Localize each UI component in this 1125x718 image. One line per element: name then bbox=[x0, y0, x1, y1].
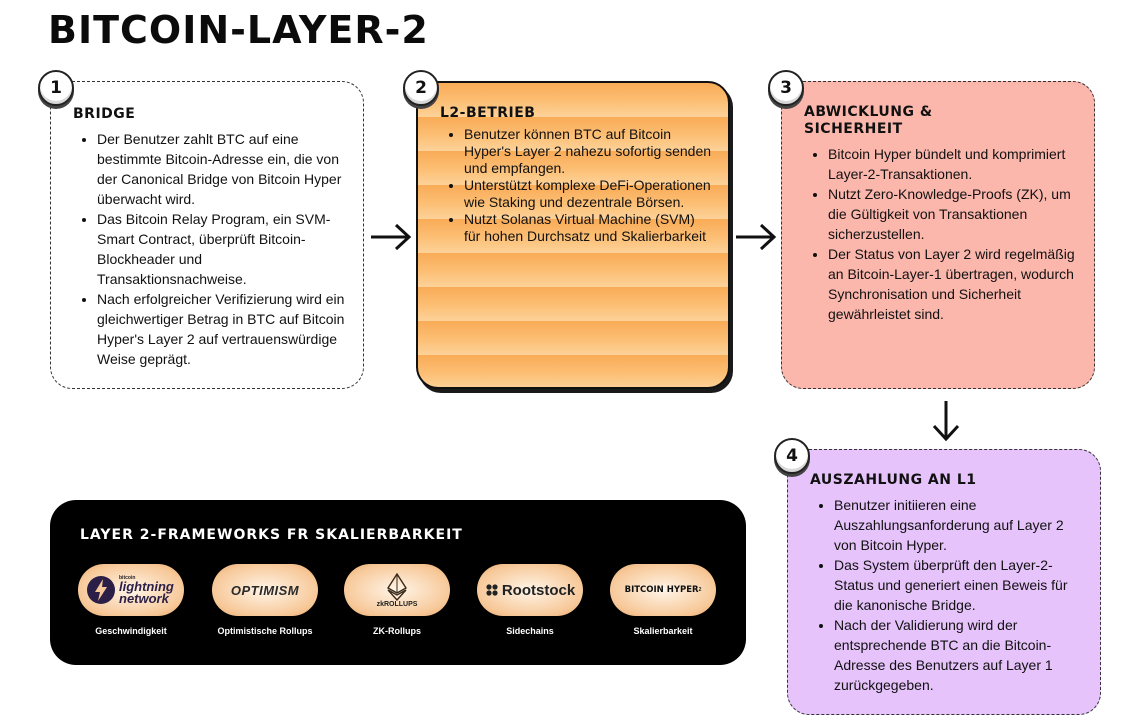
framework-zkrollups: zkROLLUPS ZK-Rollups bbox=[344, 564, 450, 636]
lightning-logo-sub: network bbox=[119, 591, 169, 606]
framework-optimism: OPTIMISM Optimistische Rollups bbox=[212, 564, 318, 636]
arrow-right-icon bbox=[371, 223, 412, 251]
zkrollups-logo: zkROLLUPS bbox=[344, 564, 450, 616]
framework-rootstock: Rootstock Sidechains bbox=[477, 564, 583, 636]
optimism-logo-text: OPTIMISM bbox=[230, 582, 300, 598]
step-4-heading: AUSZAHLUNG AN L1 bbox=[810, 472, 977, 488]
lightning-network-logo: bitcoin lightning network bbox=[78, 564, 184, 616]
rootstock-logo-text: Rootstock bbox=[501, 581, 576, 599]
framework-caption: ZK-Rollups bbox=[373, 626, 421, 636]
step-3-list: Bitcoin Hyper bündelt und komprimiert La… bbox=[804, 144, 1082, 324]
step-3-number-badge: 3 bbox=[768, 70, 804, 106]
step-2-item: Unterstützt komplexe DeFi-Operationen wi… bbox=[464, 177, 714, 211]
framework-caption: Geschwindigkeit bbox=[95, 626, 167, 636]
step-1-item: Der Benutzer zahlt BTC auf eine bestimmt… bbox=[97, 129, 349, 209]
framework-caption: Sidechains bbox=[506, 626, 554, 636]
step-1-item: Das Bitcoin Relay Program, ein SVM-Smart… bbox=[97, 209, 349, 289]
step-3-card: ABWICKLUNG & SICHERHEIT Bitcoin Hyper bü… bbox=[781, 81, 1095, 389]
step-4-item: Benutzer initiieren eine Auszahlungsanfo… bbox=[834, 495, 1088, 555]
page-title: BITCOIN-LAYER-2 bbox=[48, 8, 429, 52]
framework-caption: Optimistische Rollups bbox=[217, 626, 313, 636]
zkrollups-logo-text: zkROLLUPS bbox=[376, 600, 418, 608]
step-1-card: BRIDGE Der Benutzer zahlt BTC auf eine b… bbox=[50, 81, 364, 389]
ethereum-icon bbox=[387, 572, 407, 601]
step-3-item: Der Status von Layer 2 wird regelmäßig a… bbox=[828, 244, 1082, 324]
step-2-card: L2-BETRIEB Benutzer können BTC auf Bitco… bbox=[416, 81, 730, 389]
frameworks-heading: LAYER 2-FRAMEWORKS FR SKALIERBARKEIT bbox=[80, 527, 463, 543]
step-2-list: Benutzer können BTC auf Bitcoin Hyper's … bbox=[440, 126, 714, 245]
framework-lightning: bitcoin lightning network Geschwindigkei… bbox=[78, 564, 184, 636]
arrow-right-icon bbox=[736, 223, 777, 251]
step-1-item: Nach erfolgreicher Verifizierung wird ei… bbox=[97, 289, 349, 369]
rootstock-icon bbox=[486, 584, 498, 596]
step-4-item: Das System überprüft den Layer-2-Status … bbox=[834, 555, 1088, 615]
arrow-down-icon bbox=[932, 401, 960, 442]
lightning-logo-top: bitcoin bbox=[119, 575, 136, 581]
step-2-item: Benutzer können BTC auf Bitcoin Hyper's … bbox=[464, 126, 714, 177]
step-1-heading: BRIDGE bbox=[73, 106, 136, 122]
step-3-item: Nutzt Zero-Knowledge-Proofs (ZK), um die… bbox=[828, 184, 1082, 244]
framework-caption: Skalierbarkeit bbox=[633, 626, 693, 636]
step-4-number-badge: 4 bbox=[774, 438, 810, 474]
step-3-item: Bitcoin Hyper bündelt und komprimiert La… bbox=[828, 144, 1082, 184]
optimism-logo: OPTIMISM bbox=[212, 564, 318, 616]
step-1-list: Der Benutzer zahlt BTC auf eine bestimmt… bbox=[73, 129, 349, 369]
step-2-item: Nutzt Solanas Virtual Machine (SVM) für … bbox=[464, 211, 714, 245]
step-2-number-badge: 2 bbox=[403, 70, 439, 106]
rootstock-logo: Rootstock bbox=[477, 564, 583, 616]
step-4-item: Nach der Validierung wird der entspreche… bbox=[834, 615, 1088, 695]
bitcoin-hyper-logo-text: BITCOIN HYPER bbox=[624, 585, 699, 595]
lightning-bolt-icon bbox=[87, 576, 115, 604]
step-4-list: Benutzer initiieren eine Auszahlungsanfo… bbox=[810, 495, 1088, 695]
frameworks-panel: LAYER 2-FRAMEWORKS FR SKALIERBARKEIT bit… bbox=[50, 500, 746, 665]
lightning-logo-main: lightning bbox=[119, 579, 174, 594]
step-2-heading: L2-BETRIEB bbox=[440, 105, 536, 121]
step-4-card: AUSZAHLUNG AN L1 Benutzer initiieren ein… bbox=[787, 449, 1101, 715]
step-3-heading: ABWICKLUNG & SICHERHEIT bbox=[804, 104, 933, 137]
step-1-number-badge: 1 bbox=[38, 70, 74, 106]
bitcoin-hyper-logo-sup: 2 bbox=[698, 587, 702, 593]
